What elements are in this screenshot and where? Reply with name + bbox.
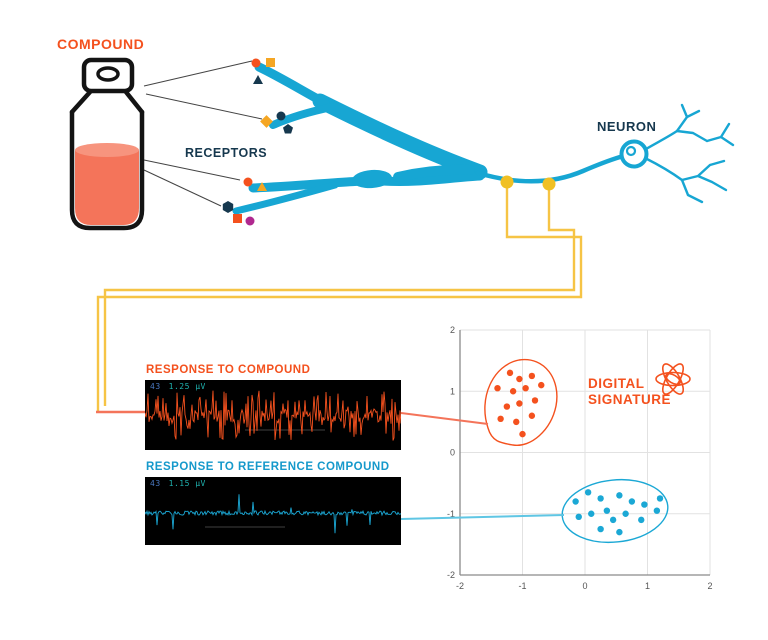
scatter-point-series-1	[638, 516, 645, 524]
nucleus-icon	[625, 145, 637, 157]
scatter-point-series-0	[516, 400, 523, 407]
scatter-point-series-0	[519, 430, 526, 438]
scatter-point-series-1	[622, 510, 629, 517]
scatter-point-series-1	[656, 495, 664, 502]
response-to-reference-label: RESPONSE TO REFERENCE COMPOUND	[146, 461, 390, 473]
trace-amplitude: 1.25 µV	[168, 382, 206, 391]
waveform-path	[145, 494, 401, 534]
response-to-compound-label: RESPONSE TO COMPOUND	[146, 364, 311, 376]
y-tick-label: 1	[450, 386, 455, 396]
scatter-point-series-1	[616, 528, 623, 536]
scatter-point-series-0	[503, 403, 511, 410]
compound-trace-panel: 43 1.25 µV	[145, 380, 401, 450]
scatter-point-series-0	[516, 375, 523, 383]
scatter-point-series-1	[597, 525, 604, 533]
digital-signature-label: DIGITAL SIGNATURE	[588, 376, 671, 408]
x-tick-label: -1	[518, 581, 526, 591]
scatter-plot: -2 -1 0 1 2 -2 -1 0 1 2	[447, 325, 713, 591]
x-tick-label: 0	[582, 581, 587, 591]
scatter-point-series-1	[584, 489, 592, 496]
neuron-illustration	[232, 62, 623, 215]
y-tick-label: -1	[447, 509, 455, 519]
reference-waveform	[145, 494, 401, 534]
compound-trace-meta: 43 1.25 µV	[150, 382, 206, 391]
digital-signature-line1: DIGITAL	[588, 376, 645, 391]
scatter-point-series-1	[628, 498, 636, 505]
compound-cluster-outline	[484, 358, 558, 446]
reference-cluster-outline	[561, 478, 669, 544]
x-tick-label: 1	[645, 581, 650, 591]
axon-terminal-branches	[643, 103, 735, 204]
trace-amplitude: 1.15 µV	[168, 479, 206, 488]
scatter-point-series-1	[653, 507, 661, 514]
scatter-point-series-0	[509, 388, 517, 395]
receptors-label: RECEPTORS	[185, 146, 268, 160]
scatter-point-series-0	[506, 369, 514, 377]
scatter-point-series-0	[494, 384, 501, 392]
scatter-point-series-0	[531, 397, 539, 404]
receptor-shapes	[222, 58, 293, 226]
electrode-wires	[96, 186, 583, 412]
y-tick-label: -2	[447, 570, 455, 580]
scatter-point-series-1	[641, 501, 648, 508]
scatter-point-series-0	[528, 372, 536, 380]
scatter-point-series-1	[616, 492, 623, 499]
vial-receptor-connectors	[143, 60, 263, 207]
scatter-point-series-0	[513, 418, 520, 426]
reference-trace-meta: 43 1.15 µV	[150, 479, 206, 488]
y-tick-label: 2	[450, 325, 455, 335]
y-tick-label: 0	[450, 448, 455, 458]
scatter-point-series-1	[603, 507, 611, 514]
compound-label: COMPOUND	[57, 36, 145, 52]
scatter-point-series-1	[575, 513, 582, 521]
scatter-point-series-0	[528, 412, 536, 419]
digital-signature-icon	[655, 363, 691, 395]
scatter-point-series-1	[597, 495, 604, 502]
scatter-point-series-1	[572, 498, 579, 505]
x-tick-label: 2	[707, 581, 712, 591]
trace-connectors	[96, 410, 565, 520]
x-tick-label: -2	[456, 581, 464, 591]
trace-channel: 43	[150, 479, 161, 488]
scatter-point-series-0	[497, 415, 504, 423]
electrode-dot-2	[542, 177, 556, 191]
compound-vial-icon	[69, 57, 145, 231]
compound-waveform	[145, 390, 401, 441]
scatter-point-series-1	[588, 510, 595, 517]
reference-trace-panel: 43 1.15 µV	[145, 477, 401, 545]
digital-signature-line2: SIGNATURE	[588, 392, 672, 407]
scatter-point-series-0	[538, 381, 545, 389]
trace-channel: 43	[150, 382, 161, 391]
scatter-point-series-1	[609, 516, 617, 524]
waveform-path	[145, 390, 401, 441]
scatter-point-series-0	[522, 384, 529, 392]
electrode-dot-1	[500, 175, 514, 189]
neuron-label: NEURON	[597, 119, 657, 134]
